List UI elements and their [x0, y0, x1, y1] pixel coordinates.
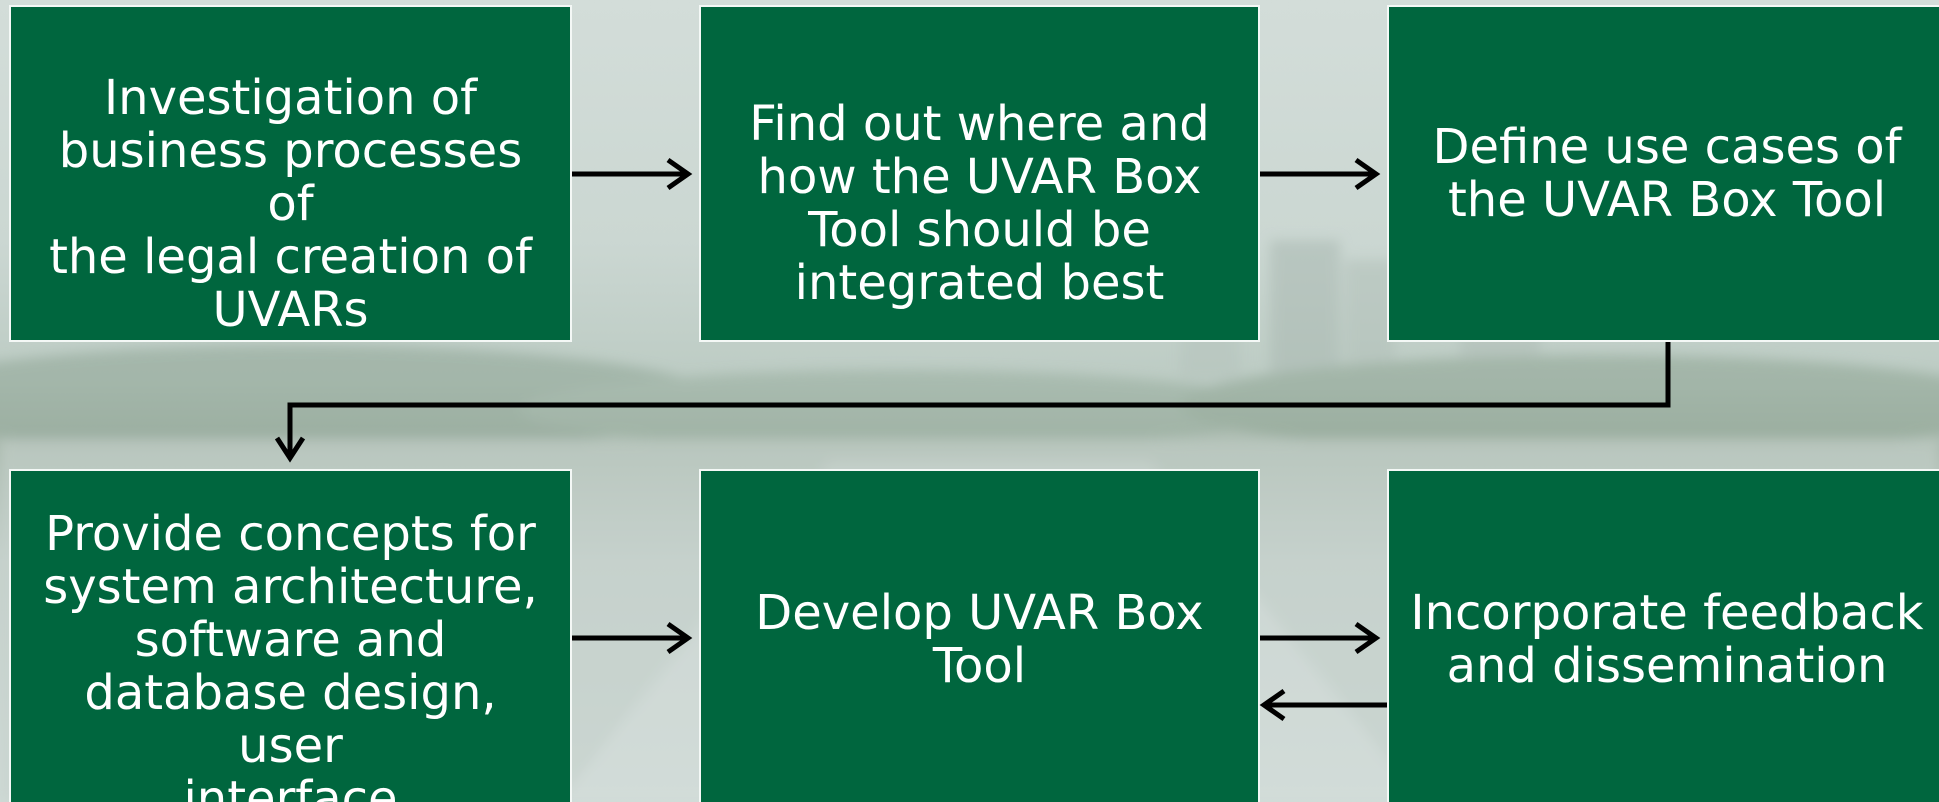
step-3-use-cases-box: Define use cases of the UVAR Box Tool	[1387, 5, 1939, 342]
step-2-integration-box: Find out where and how the UVAR Box Tool…	[699, 5, 1260, 342]
step-2-label: Find out where and how the UVAR Box Tool…	[749, 96, 1210, 311]
step-4-concepts-box: Provide concepts for system architecture…	[9, 469, 572, 802]
step-5-develop-box: Develop UVAR Box Tool	[699, 469, 1260, 802]
step-6-feedback-box: Incorporate feedback and dissemination	[1387, 469, 1939, 802]
step-3-label: Define use cases of the UVAR Box Tool	[1432, 119, 1902, 228]
step-4-label: Provide concepts for system architecture…	[43, 506, 538, 802]
step-5-label: Develop UVAR Box Tool	[755, 585, 1204, 694]
step-1-investigate-processes-box: Investigation of business processes of t…	[9, 5, 572, 342]
step-1-label: Investigation of business processes of t…	[49, 69, 532, 338]
step-6-label: Incorporate feedback and dissemination	[1410, 585, 1924, 694]
